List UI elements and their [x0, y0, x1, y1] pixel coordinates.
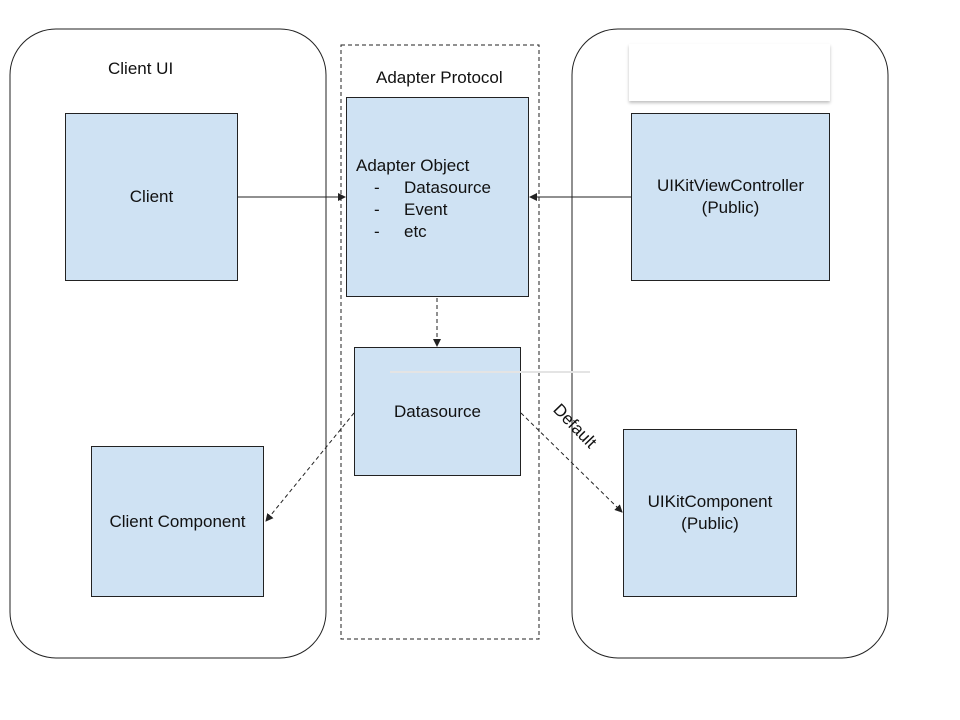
edge-datasource-to-uikit-component [520, 412, 623, 513]
adapter-object-item: Event [356, 199, 491, 221]
datasource-node: Datasource [354, 347, 521, 476]
uikit-component-name: UIKitComponent [647, 492, 773, 511]
adapter-object-items: Datasource Event etc [356, 177, 491, 243]
client-ui-lane [9, 28, 327, 659]
adapter-object-item: Datasource [356, 177, 491, 199]
uikit-view-controller-node: UIKitViewController (Public) [631, 113, 830, 281]
client-component-node: Client Component [91, 446, 264, 597]
adapter-protocol-lane-title: Adapter Protocol [376, 68, 503, 87]
uikit-view-controller-visibility: (Public) [701, 198, 760, 217]
uikit-view-controller-name: UIKitViewController [656, 176, 805, 195]
client-node: Client [65, 113, 238, 281]
uikit-component-node: UIKitComponent (Public) [623, 429, 797, 597]
uikit-lane [571, 28, 889, 659]
uikit-component-visibility: (Public) [681, 514, 739, 533]
blank-header-card [629, 44, 830, 101]
datasource-divider [390, 371, 590, 373]
edge-datasource-to-client-component [265, 412, 355, 522]
adapter-object-title: Adapter Object [356, 156, 470, 175]
datasource-node-label: Datasource [394, 401, 481, 421]
adapter-object-node: Adapter Object Datasource Event etc [346, 97, 529, 297]
adapter-object-item: etc [356, 221, 491, 243]
client-ui-lane-title: Client UI [108, 59, 174, 78]
client-component-node-label: Client Component [109, 511, 246, 531]
adapter-protocol-lane [340, 44, 540, 640]
client-node-label: Client [129, 187, 174, 206]
